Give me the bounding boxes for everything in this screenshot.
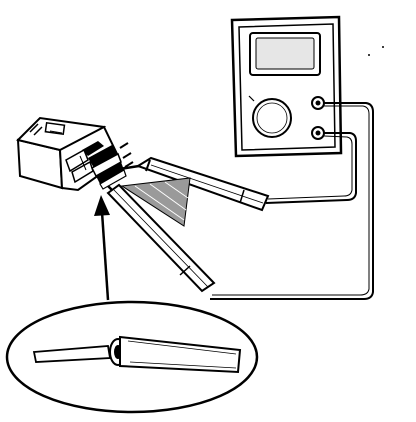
connector-icon xyxy=(16,116,134,192)
back-probe-detail-icon xyxy=(5,300,259,414)
probe-shadow xyxy=(120,177,191,227)
multimeter-icon xyxy=(230,15,384,158)
test-probe-upper xyxy=(99,156,270,212)
selector-dial xyxy=(248,95,292,138)
jack-lower xyxy=(311,126,325,140)
multimeter-display xyxy=(249,32,321,76)
arrow-up-icon xyxy=(94,195,110,301)
lead-wires xyxy=(210,102,374,300)
jack-upper xyxy=(311,96,325,110)
